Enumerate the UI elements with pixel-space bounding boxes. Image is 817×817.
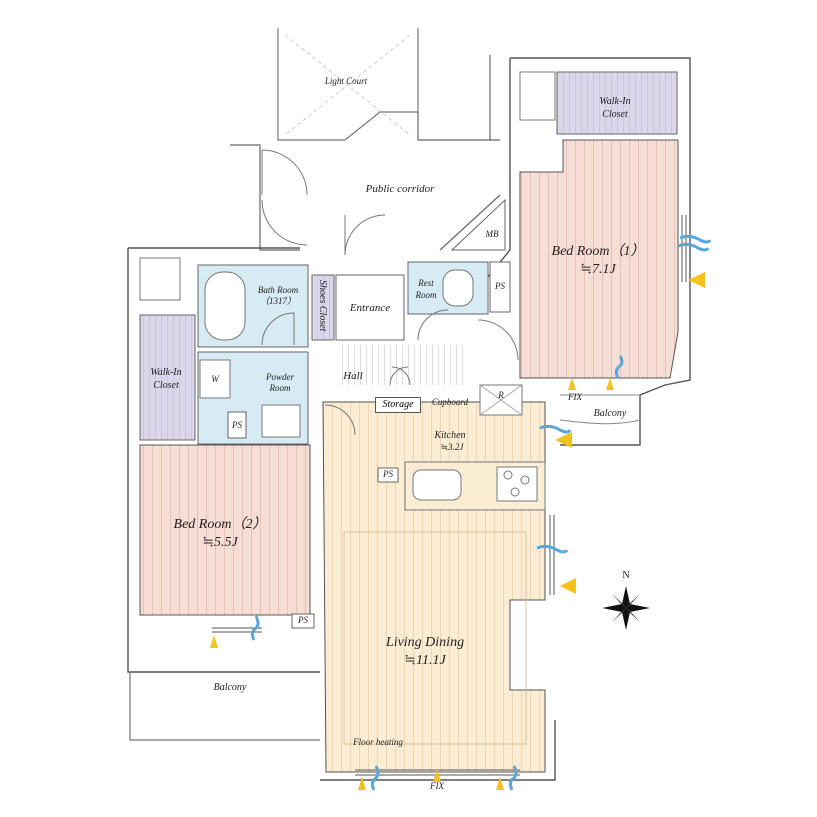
hall-strip <box>338 345 466 385</box>
washer-label: W <box>211 374 219 384</box>
fridge-label: R <box>498 390 504 400</box>
rest-room-line2: Room <box>415 290 437 300</box>
north-label: N <box>622 570 630 581</box>
powder-room-line2: Room <box>269 383 291 393</box>
walkin-closet-1 <box>556 71 678 135</box>
cupboard-label: Cupboard <box>431 397 469 407</box>
shoes-closet-floor <box>311 274 335 341</box>
rest-room-line1: Rest <box>418 278 434 288</box>
hall-label: Hall <box>343 370 363 382</box>
bedroom1-name: Bed Room（1） <box>551 244 645 259</box>
kitchen-name: Kitchen <box>434 430 466 441</box>
closet-1-shelf <box>519 71 556 121</box>
interior-doors <box>324 309 519 436</box>
walkin-closet-1-line2: Closet <box>602 109 628 120</box>
outer-walls <box>127 57 691 781</box>
mb-label: MB <box>485 229 499 239</box>
ps-shaft-bedroom2 <box>227 411 247 439</box>
living-dining-floor <box>322 401 546 773</box>
storage-label: Storage <box>375 397 421 413</box>
toilet <box>442 269 474 307</box>
walkin-closet-2 <box>139 314 196 441</box>
balcony-1-outline <box>559 394 641 425</box>
ps-shaft-kitchen <box>377 467 399 483</box>
balcony-2-label: Balcony <box>213 682 247 693</box>
walkin-closet-2-line2: Closet <box>153 380 179 391</box>
fix-label-living: FIX <box>430 781 444 791</box>
washer-box <box>199 359 231 399</box>
kitchen-sink <box>412 469 462 501</box>
bedroom1-floor <box>519 139 679 379</box>
corridor-door <box>261 149 386 256</box>
aircon-markers <box>210 234 712 791</box>
bath-room-name: Bath Room <box>257 285 299 295</box>
balcony-2-outline <box>129 672 320 741</box>
ps-label-bedroom2: PS <box>232 420 242 430</box>
living-dining-size: ≒11.1J <box>404 653 446 668</box>
bath-room-size: （1317） <box>259 296 296 306</box>
fix-label-bedroom1: FIX <box>568 392 582 402</box>
ps-label-balcony: PS <box>298 615 308 625</box>
sink-box <box>261 404 301 438</box>
shoes-closet-label: Shoes Closet <box>316 280 328 332</box>
windows <box>212 215 687 776</box>
kitchen-size: ≒3.2J <box>440 442 464 452</box>
ps-label-kitchen: PS <box>383 469 393 479</box>
walkin-closet-1-line1: Walk-In <box>599 96 631 107</box>
compass-icon <box>602 586 650 630</box>
bedroom2-size: ≒5.5J <box>202 535 238 550</box>
powder-room-line1: Powder <box>266 372 294 382</box>
entrance-label: Entrance <box>349 302 391 314</box>
walkin-closet-2-line1: Walk-In <box>150 367 182 378</box>
closet-2-shelf <box>139 257 181 301</box>
floor-heating-area <box>343 531 527 745</box>
bath-door <box>261 312 295 346</box>
floor-heating-label: Floor heating <box>353 737 403 747</box>
bedroom2-floor <box>139 444 311 616</box>
corridor-walls <box>230 55 501 251</box>
ps-shaft-toilet <box>489 261 511 313</box>
living-dining-name: Living Dining <box>385 635 465 650</box>
light-court <box>277 28 419 141</box>
balcony-1-label: Balcony <box>593 408 627 419</box>
bedroom1-size: ≒7.1J <box>580 262 616 277</box>
public-corridor-label: Public corridor <box>365 183 435 195</box>
bedroom2-name: Bed Room（2） <box>173 517 267 532</box>
entrance-floor <box>335 274 405 341</box>
bathtub <box>204 271 246 341</box>
ps-shaft-balcony <box>291 613 315 629</box>
ps-label-toilet: PS <box>495 281 505 291</box>
mb-box <box>450 198 506 251</box>
light-court-label: Light Court <box>324 76 368 86</box>
